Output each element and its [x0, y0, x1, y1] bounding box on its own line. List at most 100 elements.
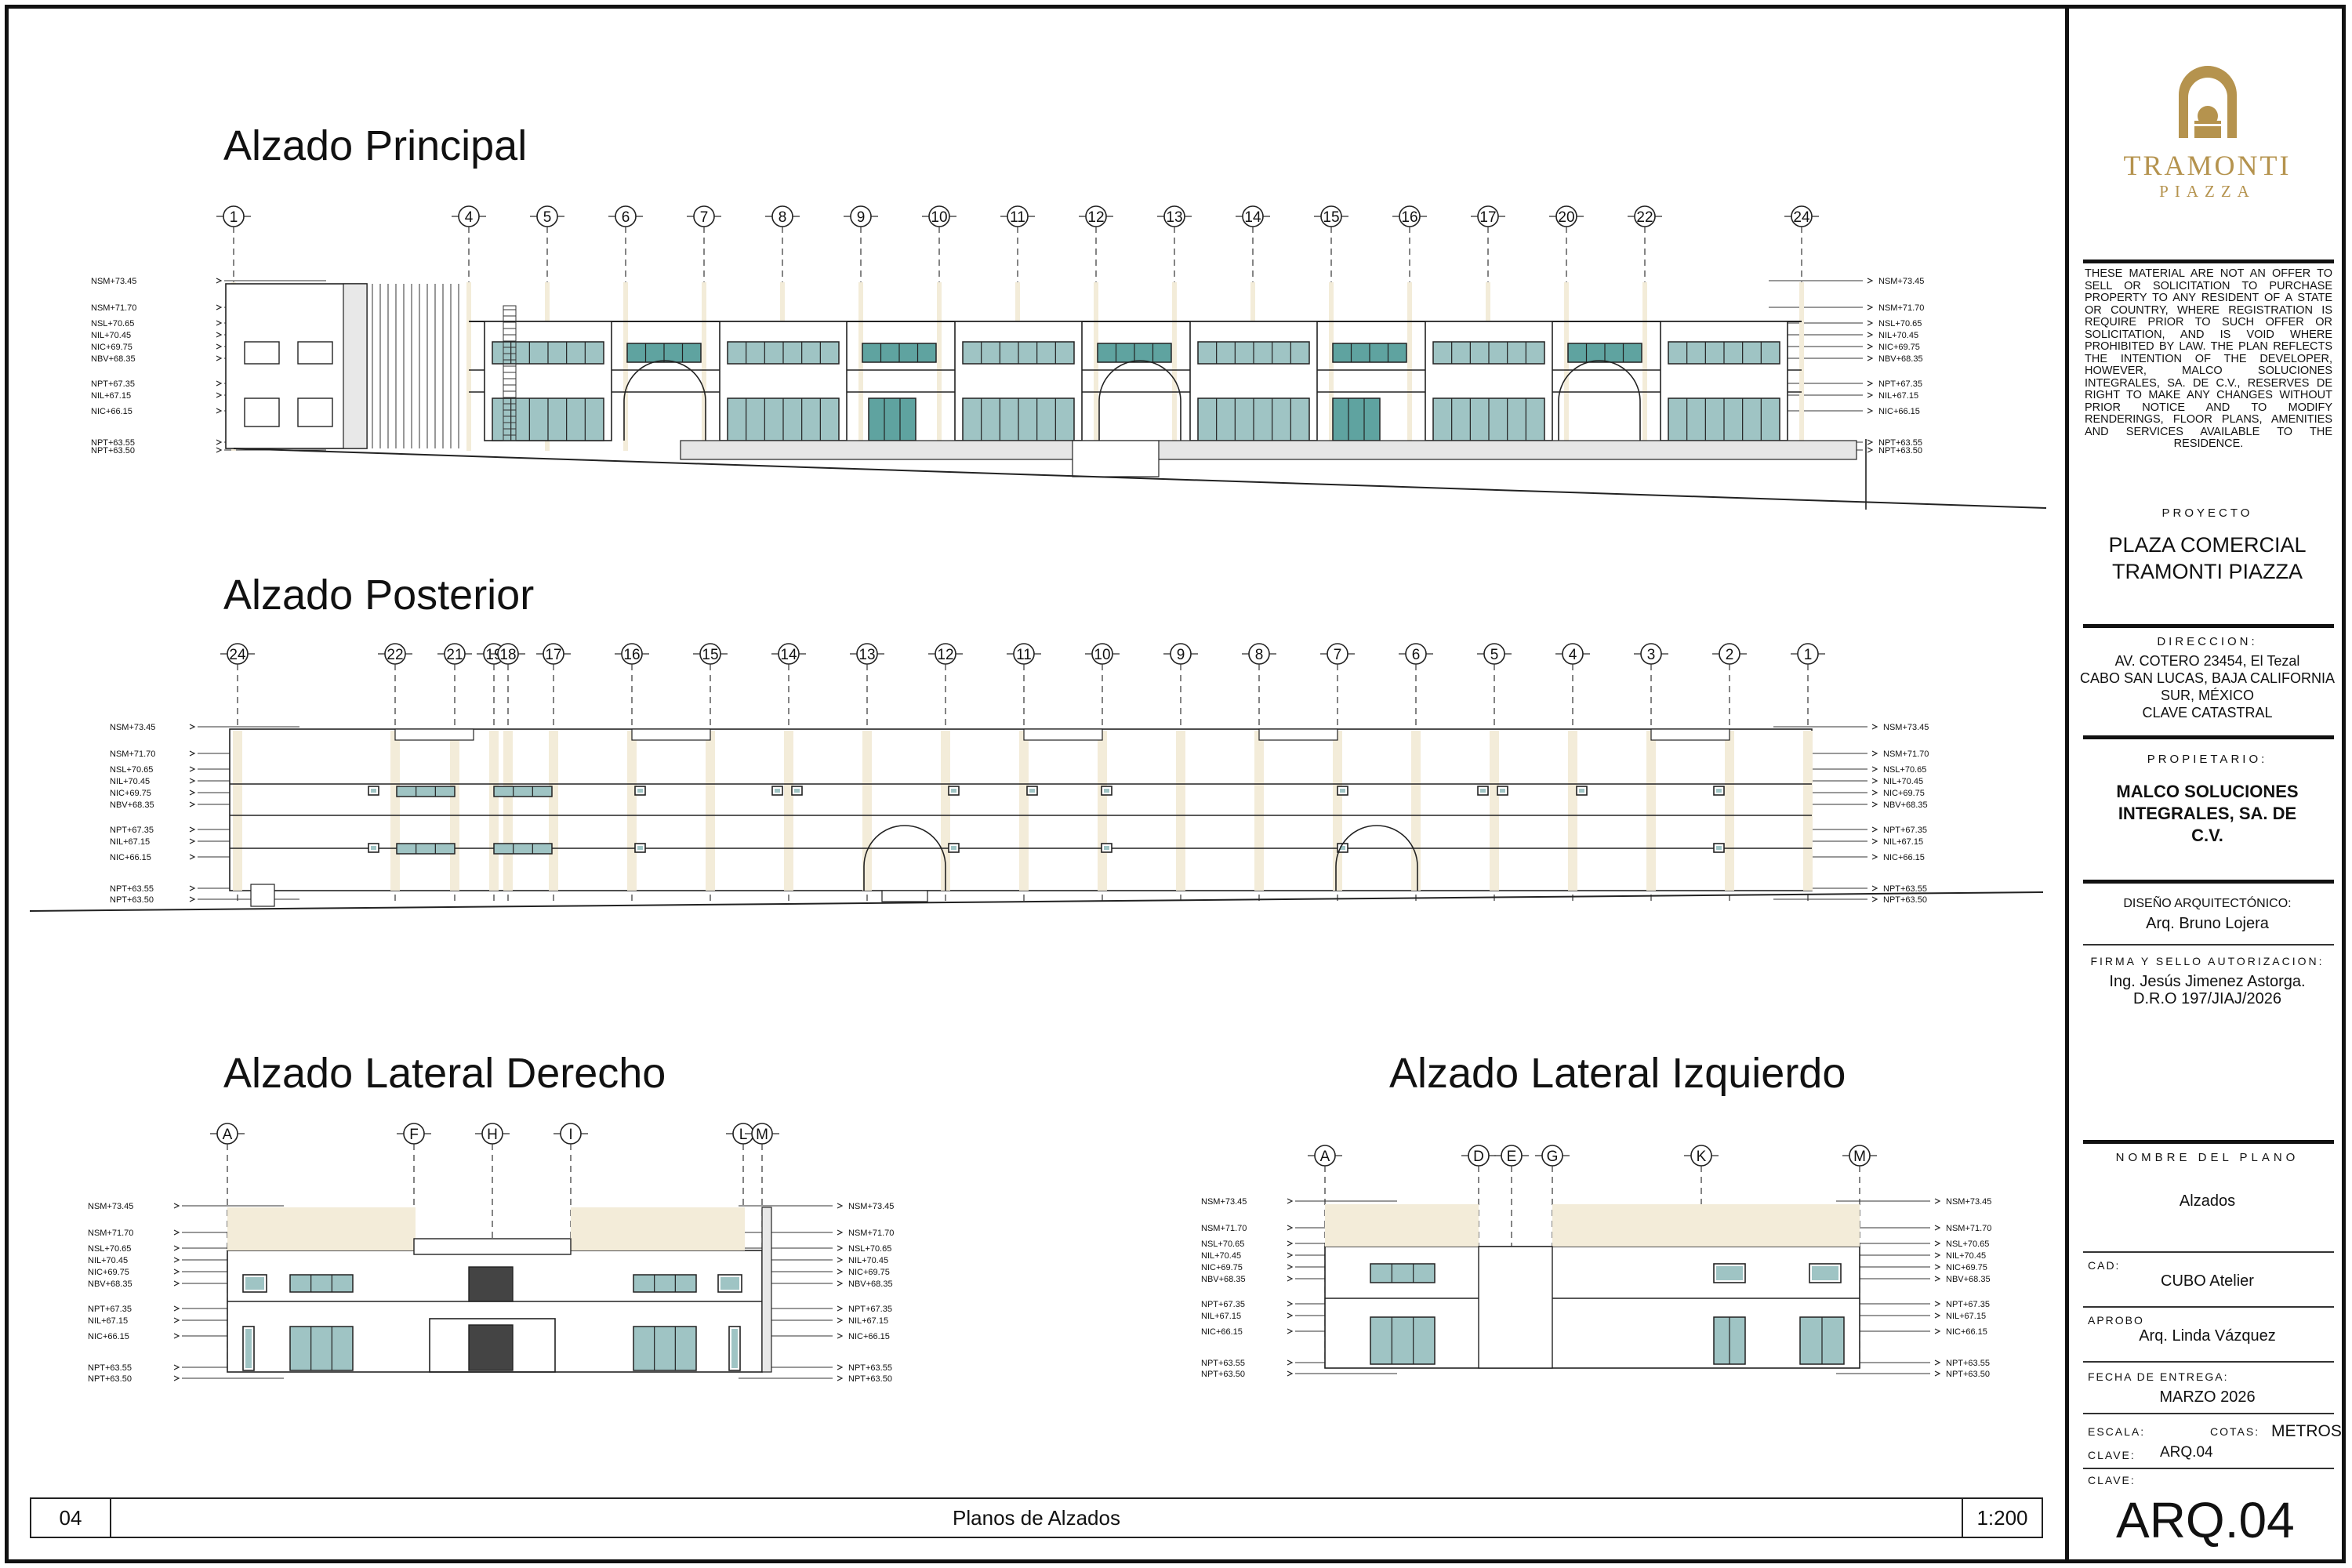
parapet-band	[1325, 1204, 1479, 1247]
level-arrow	[1934, 1276, 1941, 1282]
axis-label: 8	[779, 209, 787, 226]
level-marker-left: NPT+63.55	[88, 1363, 132, 1373]
level-arrow	[216, 304, 223, 310]
level-arrow	[837, 1257, 844, 1263]
level-arrow	[173, 1317, 180, 1323]
column-band	[233, 731, 242, 891]
level-arrow	[1934, 1198, 1941, 1204]
level-marker-right: NIC+66.15	[1878, 407, 1920, 416]
level-marker-left: NPT+67.35	[88, 1305, 132, 1314]
sheet-divider	[2065, 5, 2069, 1563]
level-marker-right: NBV+68.35	[1878, 354, 1923, 364]
level-arrow	[1867, 439, 1874, 445]
level-marker-left: NIL+67.15	[1201, 1312, 1241, 1321]
level-arrow	[189, 789, 196, 796]
level-marker-left: NIL+67.15	[88, 1316, 128, 1326]
stair-rail	[503, 305, 517, 441]
level-arrow	[1867, 304, 1874, 310]
axis-label: 24	[1793, 209, 1810, 226]
level-arrow	[837, 1229, 844, 1236]
axis-label: 13	[858, 647, 875, 663]
tramonti-logo: TRAMONTI PIAZZA	[2069, 60, 2346, 201]
level-arrow	[173, 1257, 180, 1263]
level-arrow	[1287, 1312, 1294, 1319]
rule	[2083, 1140, 2334, 1144]
column-band	[627, 731, 637, 891]
column-band	[1176, 731, 1185, 891]
rule	[2083, 1361, 2334, 1363]
small-window-glass	[1340, 789, 1345, 793]
diseno-value: Arq. Bruno Lojera	[2146, 915, 2269, 932]
parapet-step	[1023, 728, 1103, 741]
level-marker-left: NIL+70.45	[1201, 1251, 1241, 1261]
column-band	[489, 731, 499, 891]
level-marker-left: NIC+69.75	[110, 789, 151, 798]
sheet-title-bar: 04 Planos de Alzados 1:200	[30, 1497, 2043, 1538]
axis-label: 16	[623, 647, 640, 663]
disclaimer-text: THESE MATERIAL ARE NOT AN OFFER TO SELL …	[2085, 267, 2332, 450]
level-marker-right: NIL+70.45	[1883, 777, 1923, 786]
level-marker-right: NPT+67.35	[1878, 379, 1922, 389]
parapet-step	[631, 728, 711, 741]
rule	[2083, 1413, 2334, 1414]
column-band	[706, 731, 715, 891]
axis-label: 15	[702, 647, 718, 663]
axis-label: 4	[465, 209, 474, 226]
small-window-glass	[951, 789, 956, 793]
level-arrow	[1934, 1370, 1941, 1377]
level-marker-left: NPT+63.50	[110, 895, 154, 905]
axis-label: A	[223, 1127, 233, 1143]
axis-label: D	[1473, 1149, 1484, 1165]
stone-base	[680, 440, 1857, 460]
central-bay	[1478, 1246, 1553, 1369]
level-marker-left: NSL+70.65	[88, 1244, 131, 1254]
level-arrow	[216, 355, 223, 361]
level-marker-right: NPT+67.35	[1883, 826, 1927, 835]
level-arrow	[1287, 1301, 1294, 1307]
level-arrow	[1871, 750, 1878, 757]
level-marker-right: NSM+73.45	[1883, 723, 1929, 732]
axis-label: L	[739, 1127, 748, 1143]
central-door-lower	[468, 1324, 514, 1371]
level-marker-right: NPT+63.55	[1883, 884, 1927, 894]
level-arrow	[216, 439, 223, 445]
axis-label: 17	[545, 647, 561, 663]
level-marker-left: NBV+68.35	[88, 1279, 132, 1289]
direccion-line-3: SUR, MÉXICO	[2160, 688, 2254, 703]
column-band	[1172, 282, 1177, 451]
sheet-frame	[5, 5, 2346, 1563]
fecha-label: FECHA DE ENTREGA:	[2088, 1370, 2229, 1383]
level-marker-left: NSM+71.70	[1201, 1224, 1247, 1233]
level-marker-left: NIL+70.45	[88, 1256, 128, 1265]
level-marker-left: NSM+71.70	[91, 303, 136, 313]
level-arrow	[173, 1269, 180, 1275]
left-window	[297, 341, 333, 365]
level-marker-left: NPT+63.55	[91, 438, 135, 448]
proyecto-line-1: PLAZA COMERCIAL	[2108, 533, 2307, 557]
level-arrow	[173, 1364, 180, 1370]
sheet-title: Planos de Alzados	[953, 1506, 1120, 1530]
level-marker-left: NSM+71.70	[110, 750, 155, 759]
small-window-glass	[245, 1277, 264, 1290]
clave-label: CLAVE:	[2088, 1449, 2136, 1461]
level-arrow	[216, 278, 223, 284]
level-arrow	[173, 1245, 180, 1251]
level-marker-right: NSM+71.70	[1946, 1224, 1991, 1233]
small-window-glass	[1500, 789, 1505, 793]
central-roof	[413, 1238, 572, 1255]
firma-label: FIRMA Y SELLO AUTORIZACION:	[2090, 955, 2325, 967]
level-marker-right: NSL+70.65	[1946, 1240, 1989, 1249]
clave2-label: CLAVE:	[2088, 1474, 2136, 1486]
axis-label: I	[568, 1127, 572, 1143]
column-band	[862, 731, 872, 891]
level-marker-left: NPT+63.50	[88, 1374, 132, 1384]
sheet-scale: 1:200	[1962, 1499, 2042, 1537]
direccion-line-4: CLAVE CATASTRAL	[2142, 705, 2273, 720]
level-arrow	[216, 380, 223, 387]
level-marker-right: NSM+71.70	[1883, 750, 1929, 759]
axis-label: 9	[857, 209, 866, 226]
level-marker-left: NSL+70.65	[110, 765, 153, 775]
level-arrow	[173, 1203, 180, 1209]
level-arrow	[216, 408, 223, 414]
cotas-label: COTAS:	[2210, 1425, 2260, 1438]
